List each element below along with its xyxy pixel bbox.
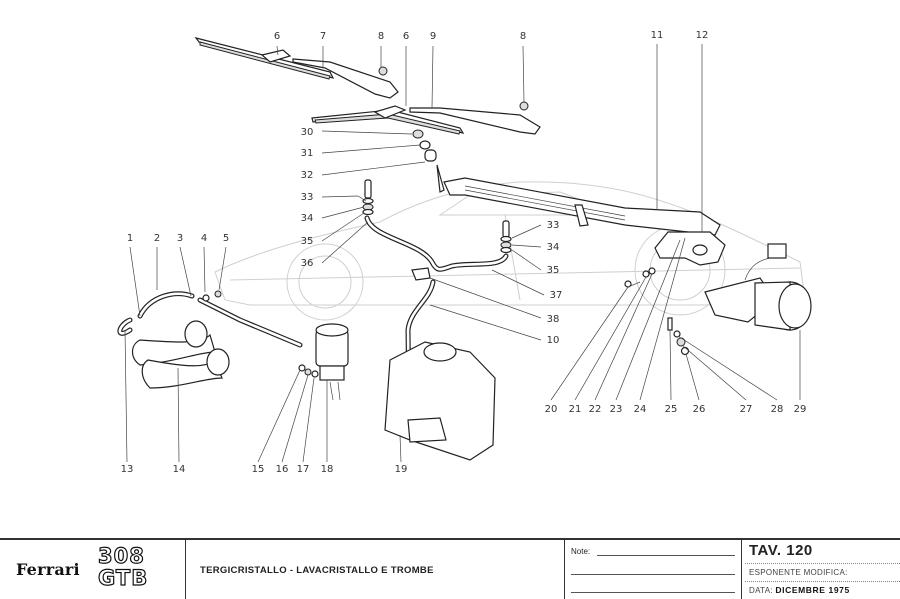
model-logo: 308 GTB: [97, 544, 149, 590]
leader-lines: [124, 44, 801, 463]
callout-17: 17: [297, 464, 310, 475]
callout-19: 19: [395, 464, 408, 475]
wiper-arm-right: [409, 107, 541, 135]
washer-nozzle-right: [500, 220, 512, 254]
notes-cell: Note:: [564, 540, 742, 599]
wiper-arm-left: [292, 58, 399, 99]
logo-cell: Ferrari 308 GTB: [0, 540, 186, 599]
callout-13: 13: [121, 464, 134, 475]
callout-34: 34: [301, 213, 314, 224]
callout-35: 35: [547, 265, 560, 276]
wiper-blade-lower: [311, 105, 465, 135]
callout-15: 15: [252, 464, 265, 475]
note-label: Note:: [571, 547, 591, 556]
exploded-parts-diagram: 1234567869811123031323334353633343537381…: [117, 30, 812, 475]
callout-26: 26: [693, 404, 706, 415]
callout-36: 36: [301, 258, 314, 269]
revision-label: ESPONENTE MODIFICA:: [749, 568, 848, 577]
callout-18: 18: [321, 464, 334, 475]
callout-4: 4: [201, 233, 207, 244]
motor-bracket: [654, 231, 726, 266]
callout-20: 20: [545, 404, 558, 415]
note-line-1: [597, 555, 735, 556]
date-value: DICEMBRE 1975: [775, 585, 850, 595]
callout-35: 35: [301, 236, 314, 247]
wiper-motor: [704, 243, 812, 331]
callout-37: 37: [550, 290, 563, 301]
car-silhouette-outline: [214, 181, 806, 321]
mounting-hardware: [624, 267, 690, 356]
callout-8: 8: [378, 31, 384, 42]
callout-3: 3: [177, 233, 183, 244]
spindle-bushings: [412, 129, 445, 193]
wiper-linkage-frame: [443, 177, 721, 236]
model-name: GTB: [97, 566, 149, 590]
horn-compressor: [197, 290, 349, 401]
wiper-blade-upper: [194, 37, 335, 80]
description-cell: TERGICRISTALLO - LAVACRISTALLO E TROMBE: [186, 540, 564, 599]
date-label: DATA:: [749, 586, 773, 595]
date-row: DATA: DICEMBRE 1975: [749, 585, 850, 595]
callout-33: 33: [301, 192, 314, 203]
washer-nozzle-left: [362, 179, 374, 216]
callout-29: 29: [794, 404, 807, 415]
callout-23: 23: [610, 404, 623, 415]
drawing-description: TERGICRISTALLO - LAVACRISTALLO E TROMBE: [200, 565, 434, 576]
callout-28: 28: [771, 404, 784, 415]
model-number: 308: [97, 544, 145, 568]
callout-8: 8: [520, 31, 526, 42]
callout-10: 10: [547, 335, 560, 346]
callout-21: 21: [569, 404, 582, 415]
ferrari-logo: Ferrari: [16, 560, 80, 579]
callout-9: 9: [430, 31, 436, 42]
callout-38: 38: [547, 314, 560, 325]
callout-32: 32: [301, 170, 314, 181]
callout-27: 27: [740, 404, 753, 415]
callout-22: 22: [589, 404, 602, 415]
callout-31: 31: [301, 148, 314, 159]
callout-1: 1: [127, 233, 133, 244]
air-horns: [117, 291, 230, 389]
title-block: Ferrari 308 GTB TERGICRISTALLO - LAVACRI…: [0, 538, 900, 599]
callout-11: 11: [651, 30, 664, 41]
callout-24: 24: [634, 404, 647, 415]
callout-7: 7: [320, 31, 326, 42]
callout-16: 16: [276, 464, 289, 475]
separator: [745, 581, 900, 582]
callout-33: 33: [547, 220, 560, 231]
note-line-3: [571, 592, 735, 593]
callout-2: 2: [154, 233, 160, 244]
callout-12: 12: [696, 30, 709, 41]
sheet-number: TAV. 120: [749, 542, 813, 559]
callout-14: 14: [173, 464, 186, 475]
separator: [745, 563, 900, 564]
callout-6: 6: [274, 31, 280, 42]
callout-25: 25: [665, 404, 678, 415]
note-line-2: [571, 574, 735, 575]
callout-30: 30: [301, 127, 314, 138]
callout-5: 5: [223, 233, 229, 244]
washer-hoses: [364, 215, 509, 413]
nut-8a: [378, 66, 388, 76]
nut-8b: [519, 101, 529, 111]
callout-6: 6: [403, 31, 409, 42]
callout-34: 34: [547, 242, 560, 253]
sheet-info-cell: TAV. 120 ESPONENTE MODIFICA: DATA: DICEM…: [741, 540, 900, 599]
washer-reservoir: [384, 341, 496, 461]
